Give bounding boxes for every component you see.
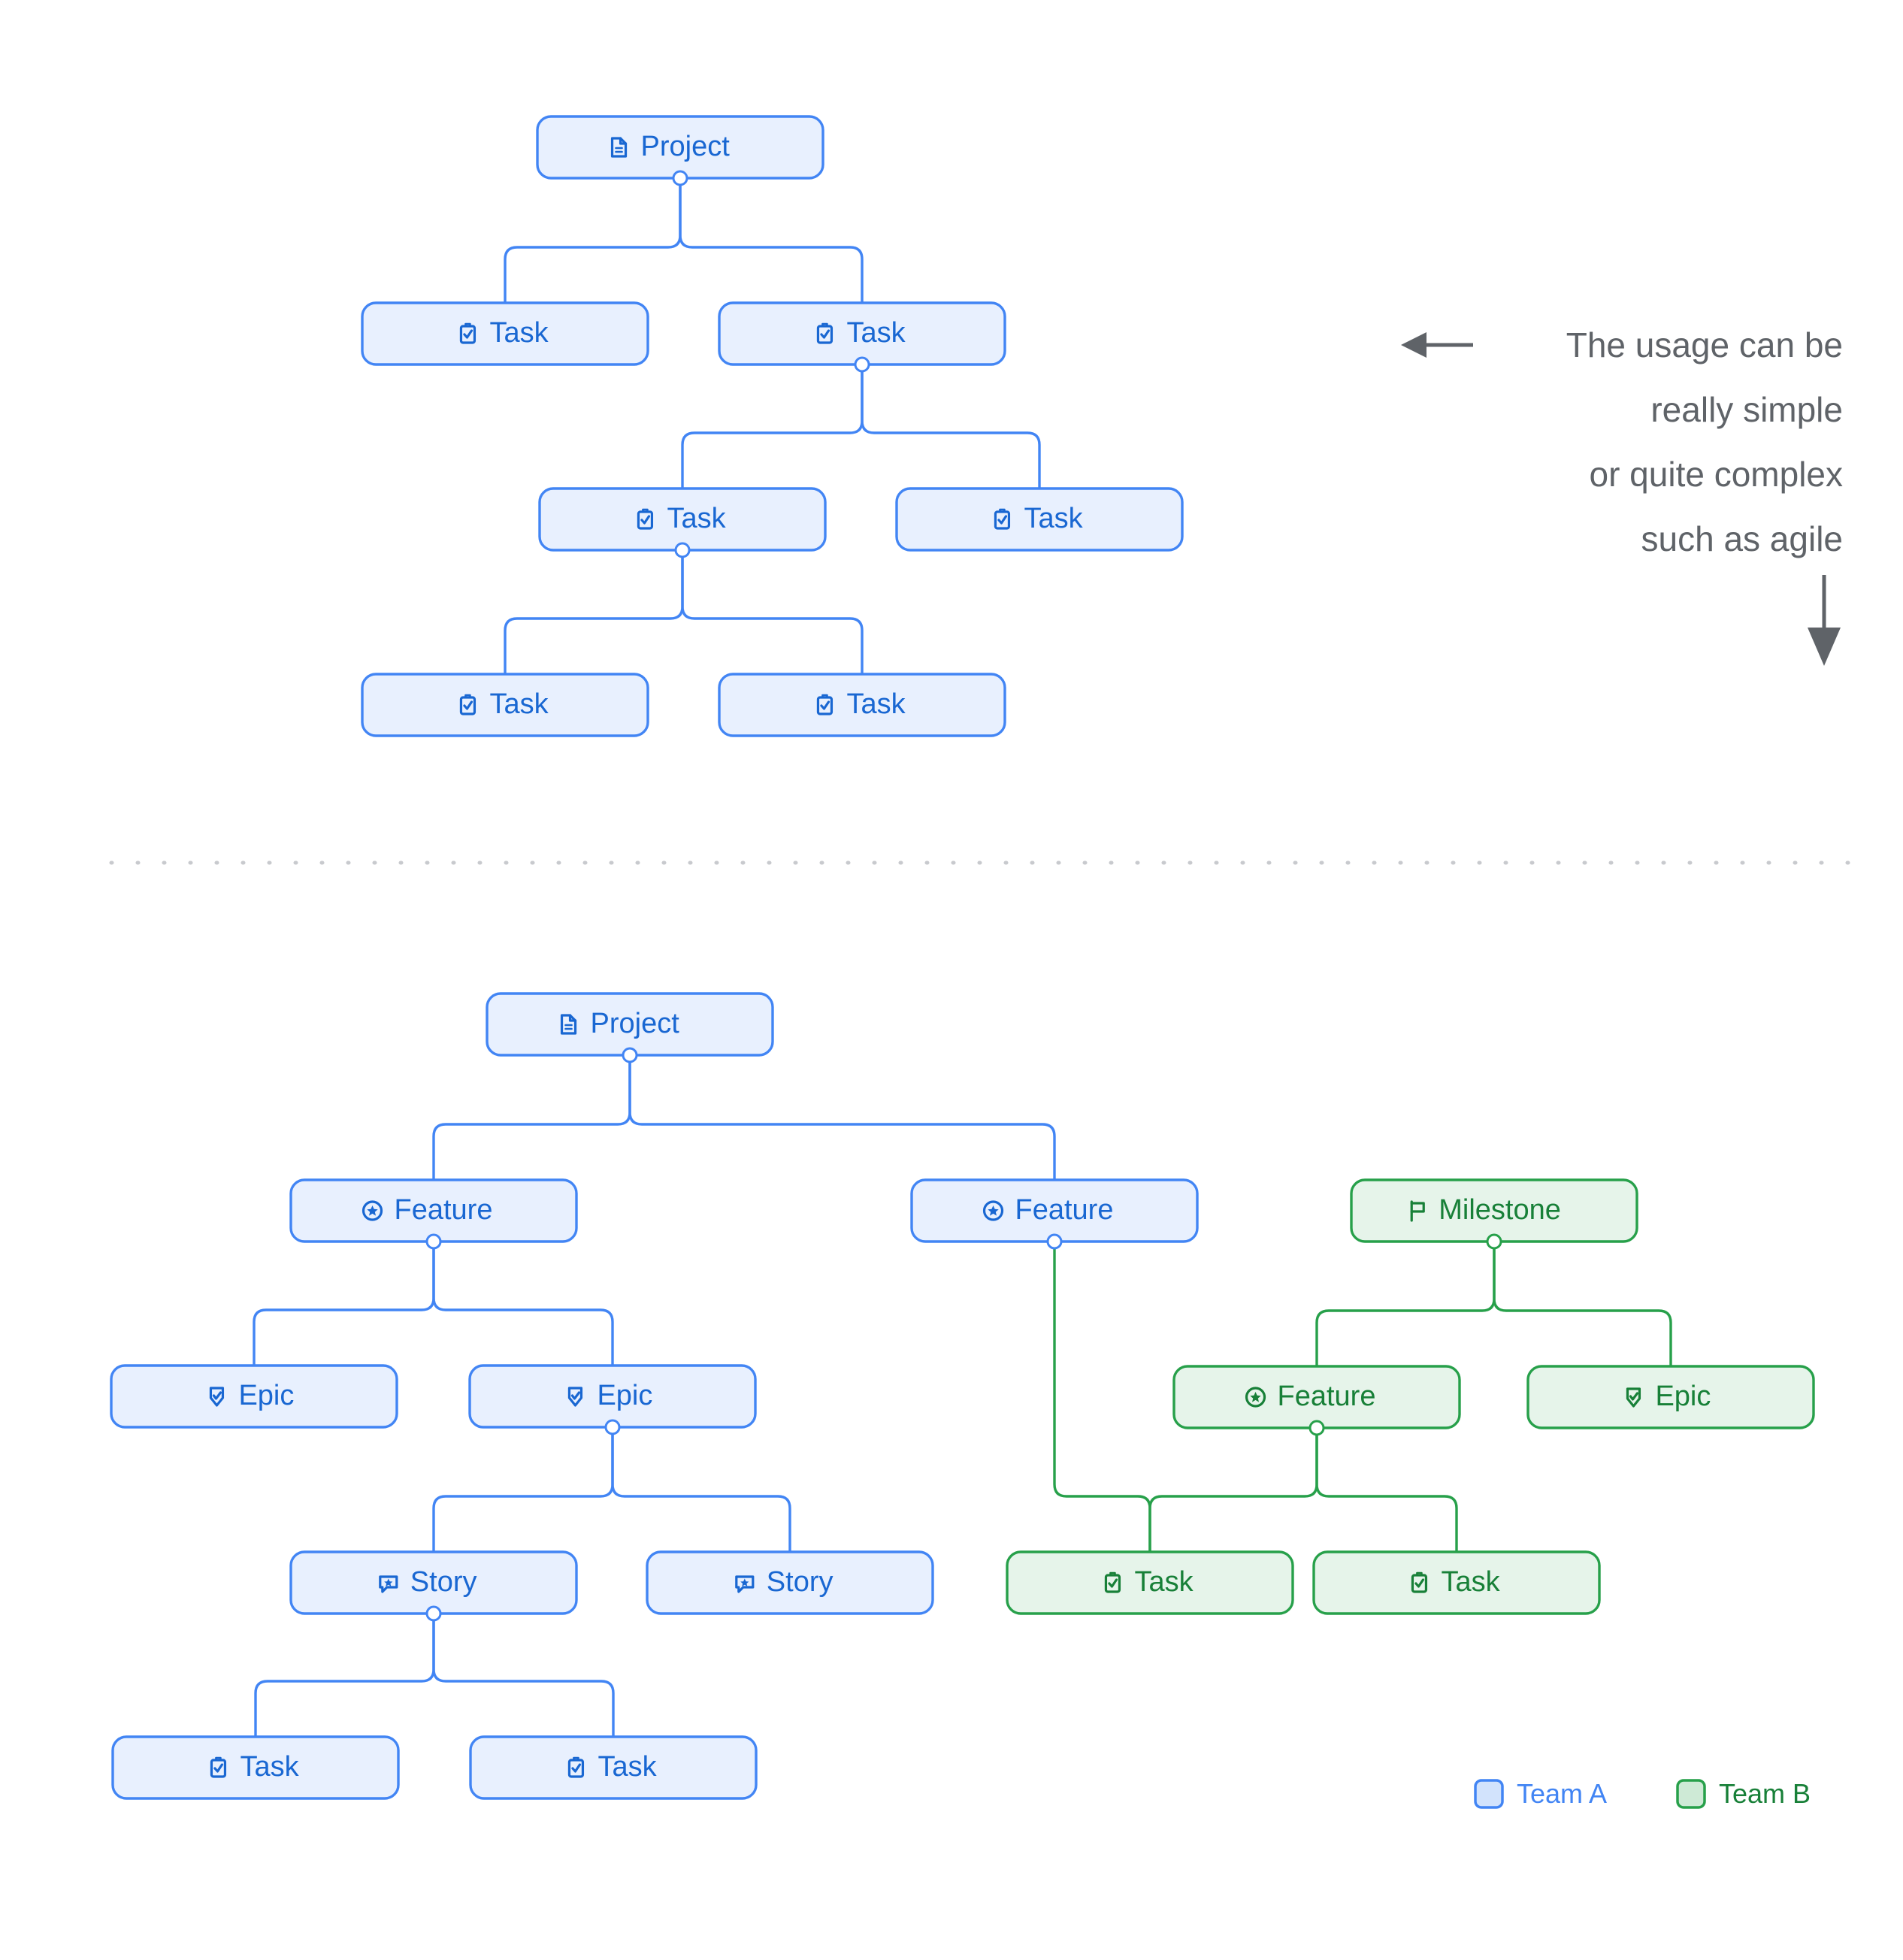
connector-s-task-2-to-s-task-4 [861,364,1041,488]
connection-port[interactable] [672,170,688,186]
node-label: Task [240,1751,299,1783]
node-label: Feature [1278,1381,1376,1412]
node-project-s-project[interactable]: Project [536,115,824,186]
connector-a-epic-2-to-a-story-2 [611,1427,791,1552]
node-label: Task [1134,1566,1194,1598]
legend-label-team-a: Team A [1517,1778,1607,1809]
node-story-a-story-1[interactable]: Story [289,1550,578,1622]
node-label: Feature [1015,1194,1114,1226]
star-circle-icon [982,1200,1004,1221]
connector-s-task-3-to-s-task-6 [681,550,864,674]
connection-port[interactable] [425,1233,442,1250]
node-label: Epic [597,1380,652,1411]
node-task-a-task-g1[interactable]: Task [1006,1550,1294,1615]
node-task-a-task-b2[interactable]: Task [469,1735,758,1800]
node-task-a-task-b1[interactable]: Task [111,1735,400,1800]
node-task-s-task-1[interactable]: Task [361,301,649,366]
connection-port[interactable] [425,1605,442,1622]
annotation-line-3: such as agile [1641,519,1844,558]
node-label: Task [489,317,549,349]
down-arrow [1808,575,1841,666]
annotation-line-2: or quite complex [1590,455,1844,494]
node-task-s-task-3[interactable]: Task [538,487,827,558]
connector-a-feature-3-to-a-task-g2 [1315,1428,1458,1552]
clipboard-check-icon [816,694,834,715]
clipboard-check-icon [210,1756,227,1778]
node-label: Epic [238,1380,294,1411]
legend-swatch-team-a [1474,1779,1504,1809]
star-circle-icon [1245,1387,1266,1408]
node-project-a-project[interactable]: Project [486,992,774,1063]
document-icon [610,137,628,158]
clipboard-check-icon [459,694,477,715]
connector-a-milestone-to-a-epic-3 [1493,1242,1672,1366]
clipboard-check-icon [567,1756,585,1778]
node-task-a-task-g2[interactable]: Task [1312,1550,1601,1615]
flag-icon [1410,1200,1425,1222]
node-task-s-task-4[interactable]: Task [895,487,1184,552]
node-label: Story [410,1566,477,1598]
node-label: Task [667,503,726,534]
clipboard-check-icon [1104,1571,1121,1593]
connector-s-project-to-s-task-2 [679,178,864,303]
clipboard-check-icon [1411,1571,1428,1593]
node-milestone-a-milestone[interactable]: Milestone [1350,1178,1638,1250]
connector-a-project-to-a-feature-2 [628,1055,1056,1180]
comment-star-icon [735,1575,755,1593]
node-label: Task [846,688,906,720]
node-label: Task [846,317,906,349]
shield-check-icon [567,1387,583,1407]
left-arrow [1401,332,1473,358]
node-label: Milestone [1439,1194,1561,1226]
connection-port[interactable] [622,1047,638,1063]
node-label: Task [1441,1566,1500,1598]
node-epic-a-epic-1[interactable]: Epic [110,1364,398,1429]
clipboard-check-icon [459,322,477,344]
node-task-s-task-5[interactable]: Task [361,673,649,737]
connector-a-story-1-to-a-task-b2 [432,1614,615,1737]
node-epic-a-epic-2[interactable]: Epic [468,1364,757,1435]
node-label: Task [598,1751,657,1783]
shield-check-icon [1626,1387,1641,1408]
connection-port[interactable] [1309,1420,1325,1436]
node-story-a-story-2[interactable]: Story [646,1550,934,1615]
node-feature-a-feature-2[interactable]: Feature [910,1178,1199,1250]
node-feature-a-feature-3[interactable]: Feature [1172,1365,1461,1436]
node-label: Task [489,688,549,720]
connection-port[interactable] [604,1419,621,1435]
shield-check-icon [209,1387,225,1407]
clipboard-check-icon [994,508,1011,530]
node-label: Feature [395,1194,493,1226]
node-epic-a-epic-3[interactable]: Epic [1526,1365,1815,1429]
legend-label-team-b: Team B [1719,1778,1811,1809]
node-label: Epic [1655,1381,1711,1412]
comment-star-icon [379,1575,398,1593]
legend: Team A Team B [1474,1778,1811,1809]
clipboard-check-icon [816,322,834,344]
node-label: Project [591,1008,680,1039]
node-label: Project [641,131,731,162]
legend-swatch-team-b [1676,1779,1706,1809]
node-label: Story [767,1566,834,1598]
node-feature-a-feature-1[interactable]: Feature [289,1178,578,1250]
document-icon [560,1014,577,1035]
node-task-s-task-6[interactable]: Task [718,673,1006,737]
star-circle-icon [362,1200,383,1221]
clipboard-check-icon [637,508,654,530]
connection-port[interactable] [854,356,870,373]
annotation-line-1: really simple [1650,390,1843,429]
connection-port[interactable] [1486,1233,1502,1250]
annotation-line-0: The usage can be [1566,325,1843,364]
connection-port[interactable] [674,542,691,558]
node-label: Task [1024,503,1083,534]
node-task-s-task-2[interactable]: Task [718,301,1006,373]
connector-a-feature-1-to-a-epic-2 [432,1242,614,1366]
connection-port[interactable] [1046,1233,1063,1250]
